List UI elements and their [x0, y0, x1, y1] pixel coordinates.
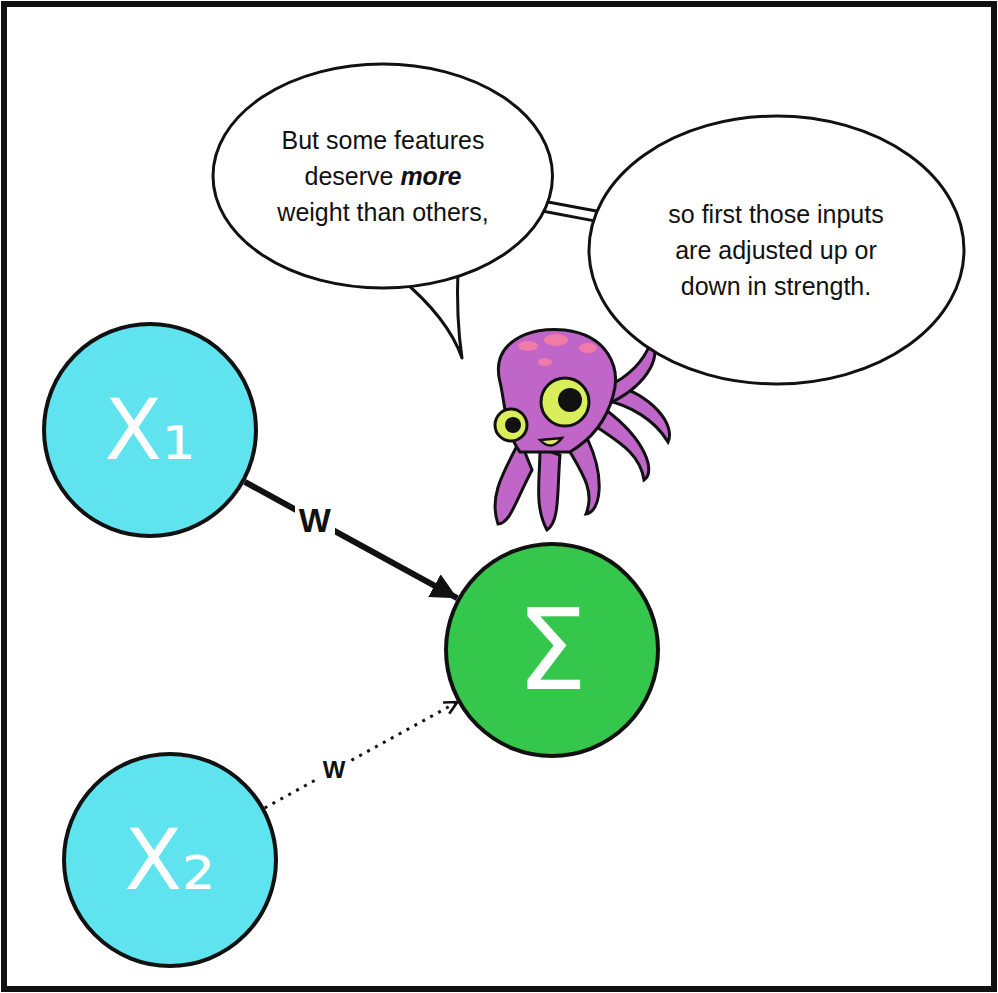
weight-label: W [319, 758, 350, 782]
octopus [495, 329, 670, 530]
bubble-shape [213, 64, 553, 288]
tentacle [539, 448, 560, 530]
head-spot [579, 343, 597, 353]
weight-label: W [295, 503, 335, 537]
link-fill [544, 206, 596, 216]
arrow-line [245, 482, 458, 598]
mouth [540, 438, 562, 446]
speech-bubble: But some features deserve more weight th… [211, 62, 555, 290]
pupil [505, 417, 521, 433]
eye [495, 409, 527, 441]
speech-text: so first those inputs are adjusted up or… [651, 196, 901, 304]
node-symbol: Σ [517, 594, 588, 706]
weighted-arrow [265, 702, 458, 808]
node-symbol: X₂ [124, 818, 215, 902]
arrow-line [265, 702, 458, 808]
node-symbol: X₁ [104, 388, 195, 472]
panel-frame [4, 4, 994, 989]
link-outline [544, 206, 596, 216]
bubble-link [544, 206, 596, 216]
input-node: X₂ [62, 752, 278, 968]
weighted-arrow [245, 482, 458, 598]
speech-bubble: so first those inputs are adjusted up or… [587, 114, 966, 386]
speech-text: But some features deserve more weight th… [271, 122, 496, 230]
summation-node: Σ [444, 542, 660, 758]
bubble-shape [589, 116, 964, 384]
input-node: X₁ [42, 322, 258, 538]
head-spot [538, 358, 552, 366]
head-spot [518, 341, 538, 351]
head-spot [544, 334, 568, 346]
eye [541, 378, 589, 426]
pupil [558, 388, 582, 412]
